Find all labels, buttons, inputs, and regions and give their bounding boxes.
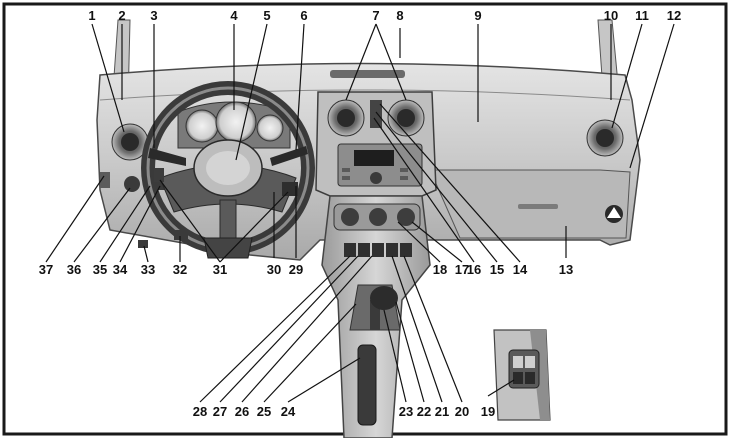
speedometer <box>215 101 257 143</box>
callout-18: 18 <box>433 262 447 277</box>
callout-31: 31 <box>213 262 227 277</box>
callout-numbers: 1 2 3 4 5 6 7 8 9 10 11 12 13 14 15 16 1… <box>39 8 681 419</box>
window-switch-inset <box>493 329 551 421</box>
steering-wheel <box>141 81 315 255</box>
radio-knob <box>370 172 382 184</box>
callout-21: 21 <box>435 404 449 419</box>
tachometer <box>185 109 219 143</box>
callout-28: 28 <box>193 404 207 419</box>
callout-1: 1 <box>88 8 95 23</box>
callout-30: 30 <box>267 262 281 277</box>
callout-24: 24 <box>281 404 296 419</box>
handbrake <box>357 344 377 426</box>
ignition <box>282 182 298 196</box>
callout-15: 15 <box>490 262 504 277</box>
bonnet-release <box>174 230 188 240</box>
callout-29: 29 <box>289 262 303 277</box>
left-stalk <box>148 148 186 166</box>
callout-14: 14 <box>513 262 528 277</box>
callout-25: 25 <box>257 404 271 419</box>
callout-34: 34 <box>113 262 128 277</box>
callout-4: 4 <box>230 8 238 23</box>
callout-33: 33 <box>141 262 155 277</box>
callout-27: 27 <box>213 404 227 419</box>
heater-knob-3 <box>397 208 415 226</box>
fuse-box <box>138 240 148 248</box>
callout-5: 5 <box>263 8 270 23</box>
headlamp-level <box>156 178 166 190</box>
cruise-stalk <box>154 168 164 182</box>
callout-32: 32 <box>173 262 187 277</box>
right-stalk <box>270 146 308 166</box>
callout-10: 10 <box>604 8 618 23</box>
glove-box-handle <box>518 204 558 209</box>
hazard-switch <box>370 100 382 128</box>
radio-display <box>354 150 394 166</box>
side-panel <box>100 172 110 188</box>
fuel-gauge <box>256 114 284 142</box>
gear-knob <box>370 286 398 310</box>
callout-37: 37 <box>39 262 53 277</box>
callout-17: 17 <box>455 262 469 277</box>
switch-bank <box>344 243 412 257</box>
heater-knob-1 <box>341 208 359 226</box>
callout-36: 36 <box>67 262 81 277</box>
callout-13: 13 <box>559 262 573 277</box>
callout-20: 20 <box>455 404 469 419</box>
callout-11: 11 <box>635 8 649 23</box>
callout-7: 7 <box>372 8 379 23</box>
callout-8: 8 <box>396 8 403 23</box>
callout-35: 35 <box>93 262 107 277</box>
callout-19: 19 <box>481 404 495 419</box>
heater-knob-2 <box>369 208 387 226</box>
callout-9: 9 <box>474 8 481 23</box>
callout-3: 3 <box>150 8 157 23</box>
callout-22: 22 <box>417 404 431 419</box>
defrost-vent <box>330 70 405 78</box>
callout-2: 2 <box>118 8 125 23</box>
callout-23: 23 <box>399 404 413 419</box>
callout-6: 6 <box>300 8 307 23</box>
callout-12: 12 <box>667 8 681 23</box>
callout-26: 26 <box>235 404 249 419</box>
leader-lines <box>45 23 675 403</box>
callout-16: 16 <box>467 262 481 277</box>
light-switch <box>124 176 140 192</box>
